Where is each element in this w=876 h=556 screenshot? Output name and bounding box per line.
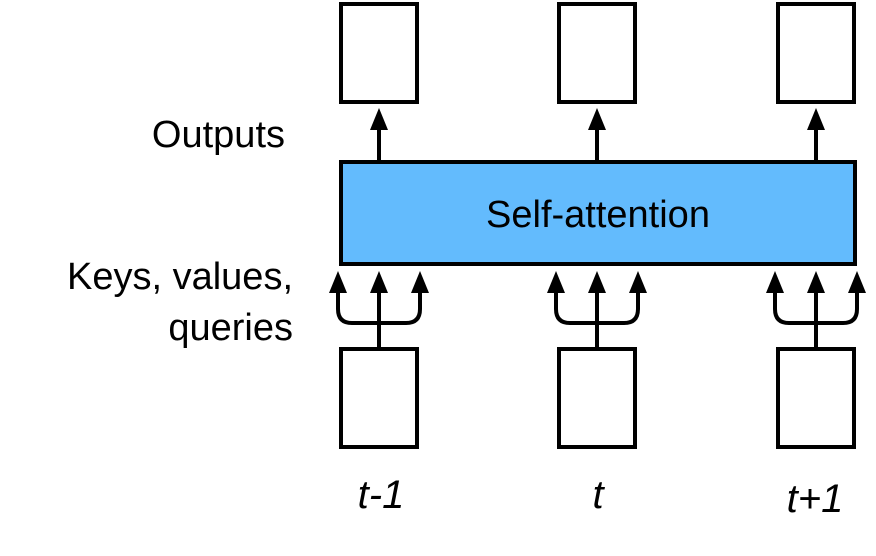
timestep-label-t+1: t+1 [787, 477, 844, 521]
value-arrowhead [588, 271, 606, 293]
output-arrow-t+1 [807, 108, 825, 162]
timestep-label-t-1: t-1 [358, 473, 405, 517]
key-arrowhead [766, 271, 784, 293]
value-arrowhead [370, 271, 388, 293]
value-arrowhead [807, 271, 825, 293]
inputs-label-line1: Keys, values, [67, 256, 293, 298]
output-arrow-t [588, 108, 606, 162]
query-arrowhead [848, 271, 866, 293]
self-attention-label: Self-attention [486, 194, 710, 236]
self-attention-layer [339, 160, 857, 266]
output-box-t+1 [776, 2, 856, 104]
outputs-label: Outputs [152, 114, 285, 156]
key-arrowhead [547, 271, 565, 293]
output-box-t [557, 2, 637, 104]
query-arrowhead [411, 271, 429, 293]
key-arrowhead [329, 271, 347, 293]
output-box-t-1 [339, 2, 419, 104]
timestep-label-t: t [592, 473, 605, 517]
input-box-t [557, 347, 637, 449]
input-box-t-1 [339, 347, 419, 449]
input-box-t+1 [776, 347, 856, 449]
output-arrow-t-1 [370, 108, 388, 162]
kvq-fork-t+1 [766, 271, 866, 348]
inputs-label-line2: queries [168, 307, 293, 349]
kvq-fork-t [547, 271, 647, 348]
kvq-fork-t-1 [329, 271, 429, 348]
query-arrowhead [629, 271, 647, 293]
